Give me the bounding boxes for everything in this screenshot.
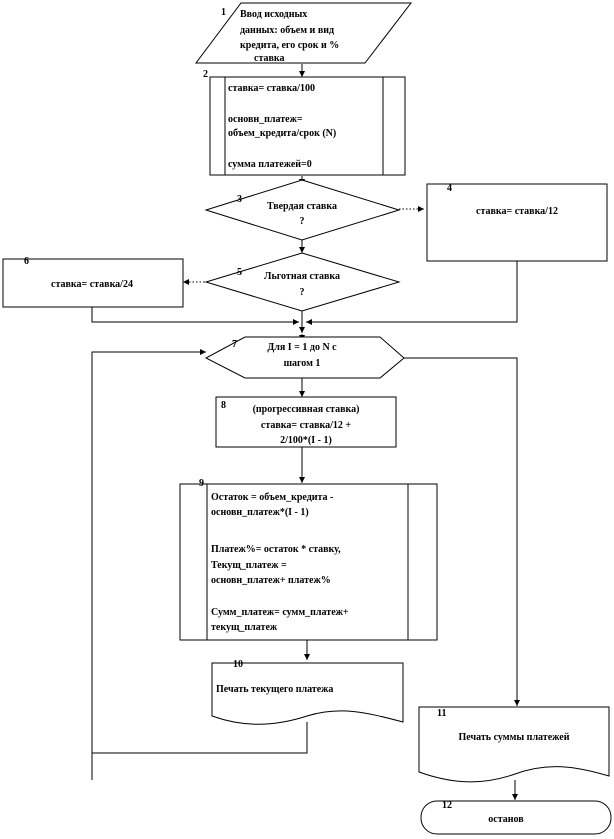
block-3-number: 3 [237,194,242,205]
block-5-decision: 5 Льготная ставка ? [204,252,401,312]
block-6-process: 6 ставка= ставка/24 [2,256,184,308]
block-8-line-2: ставка= ставка/12 + [261,420,351,431]
block-3-line-2: ? [300,216,305,227]
block-2-line-1: ставка= ставка/100 [228,83,315,94]
block-6-line-1: ставка= ставка/24 [51,279,133,290]
block-10-document: 10 Печать текущего платежа [211,659,404,725]
block-3-line-1: Твердая ставка [267,201,337,212]
block-9-line-5: Текущ_платеж = [211,560,287,571]
block-1-line-1: Ввод исходных [240,9,307,20]
block-1-line-4: ставка [254,53,284,64]
arrow-7-11 [404,357,520,706]
block-9-line-4: Платеж%= остаток * ставку, [211,544,341,555]
connectors [91,64,520,800]
block-9-process: 9 Остаток = объем_кредита - основн_плате… [179,478,438,641]
block-7-number: 7 [232,339,237,350]
block-4-line-1: ставка= ставка/12 [476,206,558,217]
block-1-input: 1 Ввод исходных данных: объем и вид кред… [195,2,413,64]
block-3-decision: 3 Твердая ставка ? [204,179,401,241]
block-12-terminator: 12 останов [420,800,612,835]
block-1-line-3: кредита, его срок и % [240,40,339,51]
block-1-line-2: данных: объем и вид [240,25,334,36]
block-9-line-6: основн_платеж+ платеж% [211,575,331,586]
block-5-line-2: ? [300,287,305,298]
block-2-line-4: объем_кредита/срок (N) [228,128,336,139]
block-9-line-2: основн_платеж*(I - 1) [211,507,309,518]
block-10-number: 10 [233,659,243,670]
block-5-line-1: Льготная ставка [264,271,340,282]
block-5-number: 5 [237,267,242,278]
block-2-number: 2 [203,69,208,80]
block-8-line-1: (прогрессивная ставка) [253,404,360,415]
block-7-line-1: Для I = 1 до N с [267,342,337,353]
block-11-document: 11 Печать суммы платежей [418,706,610,783]
block-8-number: 8 [221,400,226,411]
block-9-line-9: текущ_платеж [211,622,278,633]
block-11-number: 11 [437,708,446,719]
arrow-6-join [91,307,299,325]
block-9-line-1: Остаток = объем_кредита - [211,492,333,503]
block-2-line-3: основн_платеж= [228,114,303,125]
block-10-line-1: Печать текущего платежа [216,684,333,695]
block-4-process: 4 ставка= ставка/12 [426,183,608,262]
block-2-process: 2 ставка= ставка/100 основн_платеж= объе… [203,69,406,176]
block-7-line-2: шагом 1 [284,358,321,369]
block-4-number: 4 [447,183,452,194]
block-9-line-8: Сумм_платеж= сумм_платеж+ [211,607,349,618]
block-6-number: 6 [24,256,29,267]
block-7-loop: 7 Для I = 1 до N с шагом 1 [204,336,405,379]
block-9-number: 9 [199,478,204,489]
block-2-line-6: сумма платежей=0 [228,159,312,170]
block-12-number: 12 [442,800,452,811]
arrow-4-join [306,261,518,325]
block-8-line-3: 2/100*(I - 1) [280,435,332,446]
block-11-line-1: Печать суммы платежей [459,732,570,743]
block-8-process: 8 (прогрессивная ставка) ставка= ставка/… [215,396,397,448]
block-1-number: 1 [221,7,226,18]
block-12-line-1: останов [488,814,524,825]
